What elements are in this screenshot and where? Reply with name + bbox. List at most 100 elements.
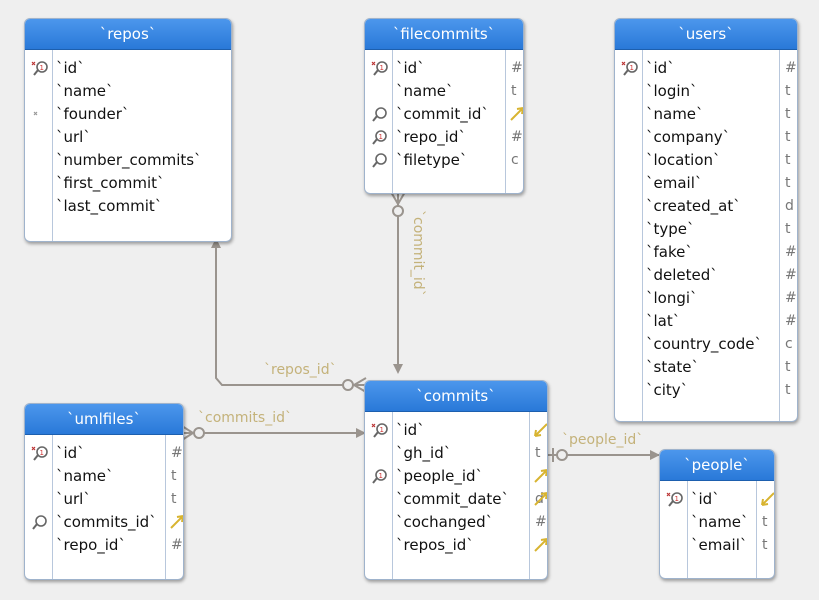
- column-row[interactable]: `deleted`#: [615, 264, 797, 287]
- primary-key-icon: 1: [666, 491, 684, 508]
- column-row[interactable]: `url`t: [25, 488, 183, 511]
- column-name: `deleted`: [646, 266, 718, 284]
- column-type: t: [785, 83, 791, 99]
- table-users[interactable]: `users` 1`id`#`login`t`name`t`company`t`…: [614, 18, 798, 422]
- column-type: c: [785, 336, 793, 352]
- column-name: `created_at`: [646, 197, 741, 215]
- column-row[interactable]: `repo_id` #: [25, 534, 183, 557]
- column-type: t: [785, 175, 791, 191]
- column-name: `founder`: [56, 105, 130, 123]
- column-type: t: [785, 106, 791, 122]
- index-key-icon: [371, 106, 389, 123]
- column-row[interactable]: `name`t: [615, 103, 797, 126]
- column-name: `repo_id`: [396, 128, 466, 146]
- index-key-icon: [31, 514, 49, 531]
- column-name: `email`: [691, 536, 748, 554]
- relation-label-commit-id: `commit_id`: [410, 210, 426, 297]
- unique-index-icon: 1: [371, 129, 389, 146]
- link-commit-id-optional-mark: [392, 205, 404, 217]
- column-type: c: [511, 152, 519, 168]
- column-name: `id`: [646, 59, 675, 77]
- column-type: t: [785, 359, 791, 375]
- table-commits[interactable]: `commits` 1`id``gh_id`t 1 `people_id` `comm…: [364, 380, 548, 580]
- column-row[interactable]: `fake`#: [615, 241, 797, 264]
- column-row[interactable]: 1`id`#: [615, 57, 797, 80]
- column-name: `name`: [396, 82, 454, 100]
- column-row[interactable]: 1`id`: [25, 57, 231, 80]
- table-title[interactable]: `repos`: [25, 19, 231, 50]
- column-name: `commits_id`: [56, 513, 157, 531]
- column-type: #: [171, 537, 183, 553]
- column-name: `id`: [691, 490, 720, 508]
- svg-text:1: 1: [380, 426, 384, 434]
- column-type: #: [785, 313, 797, 329]
- table-people[interactable]: `people` 1 `id` `name`t`email`t: [659, 449, 775, 579]
- table-umlfiles[interactable]: `umlfiles` 1`id`#`name`t`url`t `commits_i…: [24, 403, 184, 580]
- column-name: `longi`: [646, 289, 698, 307]
- foreign-key-arrow-icon: [533, 537, 547, 553]
- column-row[interactable]: `founder`t: [25, 103, 231, 126]
- link-commit-id-many-mark: [390, 191, 406, 206]
- column-name: `people_id`: [396, 467, 484, 485]
- column-row[interactable]: `last_commit`d: [25, 195, 231, 218]
- column-row[interactable]: `type`t: [615, 218, 797, 241]
- table-title[interactable]: `users`: [615, 19, 797, 50]
- column-row[interactable]: `commits_id`: [25, 511, 183, 534]
- primary-key-icon: 1: [371, 422, 389, 439]
- column-type: #: [535, 514, 547, 530]
- table-title[interactable]: `people`: [660, 450, 774, 481]
- column-row[interactable]: `filetype` c: [365, 149, 523, 172]
- column-row[interactable]: `commit_date`d: [365, 488, 547, 511]
- column-row[interactable]: `name`t: [25, 80, 231, 103]
- column-row[interactable]: 1 `people_id`: [365, 465, 547, 488]
- column-row[interactable]: `name`t: [660, 511, 774, 534]
- link-commits-id-many-mark: [181, 425, 195, 441]
- column-type: t: [785, 382, 791, 398]
- column-name: `name`: [691, 513, 749, 531]
- column-row[interactable]: `company`t: [615, 126, 797, 149]
- column-name: `city`: [646, 381, 689, 399]
- column-row[interactable]: `repos_id`: [365, 534, 547, 557]
- column-row[interactable]: `name`t: [25, 465, 183, 488]
- svg-text:1: 1: [379, 472, 383, 480]
- column-row[interactable]: `location`t: [615, 149, 797, 172]
- column-row[interactable]: `gh_id`t: [365, 442, 547, 465]
- column-row[interactable]: `lat`#: [615, 310, 797, 333]
- column-row[interactable]: `city` t: [615, 379, 797, 402]
- column-row[interactable]: `number_commits`#: [25, 149, 231, 172]
- column-row[interactable]: 1`repo_id`#: [365, 126, 523, 149]
- table-title[interactable]: `commits`: [365, 381, 547, 412]
- column-name: `repo_id`: [56, 536, 126, 554]
- column-row[interactable]: 1`id`#: [25, 442, 183, 465]
- column-row[interactable]: 1 `id`: [660, 488, 774, 511]
- column-type: t: [785, 129, 791, 145]
- column-row[interactable]: 1`id`#: [365, 57, 523, 80]
- column-row[interactable]: `country_code`c: [615, 333, 797, 356]
- column-row[interactable]: `cochanged`#: [365, 511, 547, 534]
- table-title[interactable]: `umlfiles`: [25, 404, 183, 435]
- column-name: `number_commits`: [56, 151, 202, 169]
- column-row[interactable]: `email` t: [615, 172, 797, 195]
- column-row[interactable]: `state`t: [615, 356, 797, 379]
- relation-label-commits-id: `commits_id`: [198, 410, 292, 426]
- table-filecommits[interactable]: `filecommits` 1`id`#`name`t`commit_id` 1 `…: [364, 18, 524, 194]
- column-row[interactable]: `commit_id`: [365, 103, 523, 126]
- column-row[interactable]: `name`t: [365, 80, 523, 103]
- link-commits-id-optional-mark: [193, 427, 205, 439]
- primary-key-icon: 1: [621, 60, 639, 77]
- table-title[interactable]: `filecommits`: [365, 19, 523, 50]
- foreign-key-arrow-icon: [533, 491, 547, 507]
- column-row[interactable]: 1`id`: [365, 419, 547, 442]
- column-row[interactable]: `first_commit`d: [25, 172, 231, 195]
- column-row[interactable]: `email`t: [660, 534, 774, 557]
- column-row[interactable]: `created_at`d: [615, 195, 797, 218]
- column-name: `email`: [646, 174, 703, 192]
- table-repos[interactable]: `repos` 1`id``name`t`founder`t`url`t`num…: [24, 18, 232, 242]
- column-type: t: [171, 468, 177, 484]
- column-name: `filetype`: [396, 151, 468, 169]
- column-row[interactable]: `longi`#: [615, 287, 797, 310]
- svg-text:1: 1: [675, 495, 679, 503]
- column-name: `id`: [396, 59, 425, 77]
- column-row[interactable]: `url`t: [25, 126, 231, 149]
- column-row[interactable]: `login`t: [615, 80, 797, 103]
